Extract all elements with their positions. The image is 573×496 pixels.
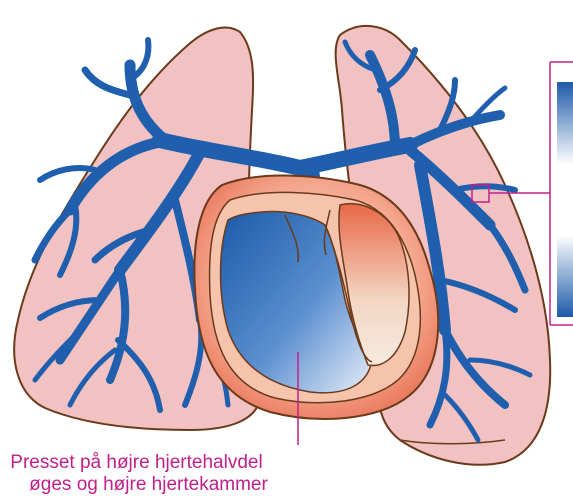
caption-line-2: øges og højre hjertekammer: [0, 474, 435, 496]
zoom-panel: [557, 82, 573, 317]
caption-line-1: Presset på højre hjertehalvdel: [0, 452, 423, 474]
lung-heart-illustration: [0, 0, 573, 486]
